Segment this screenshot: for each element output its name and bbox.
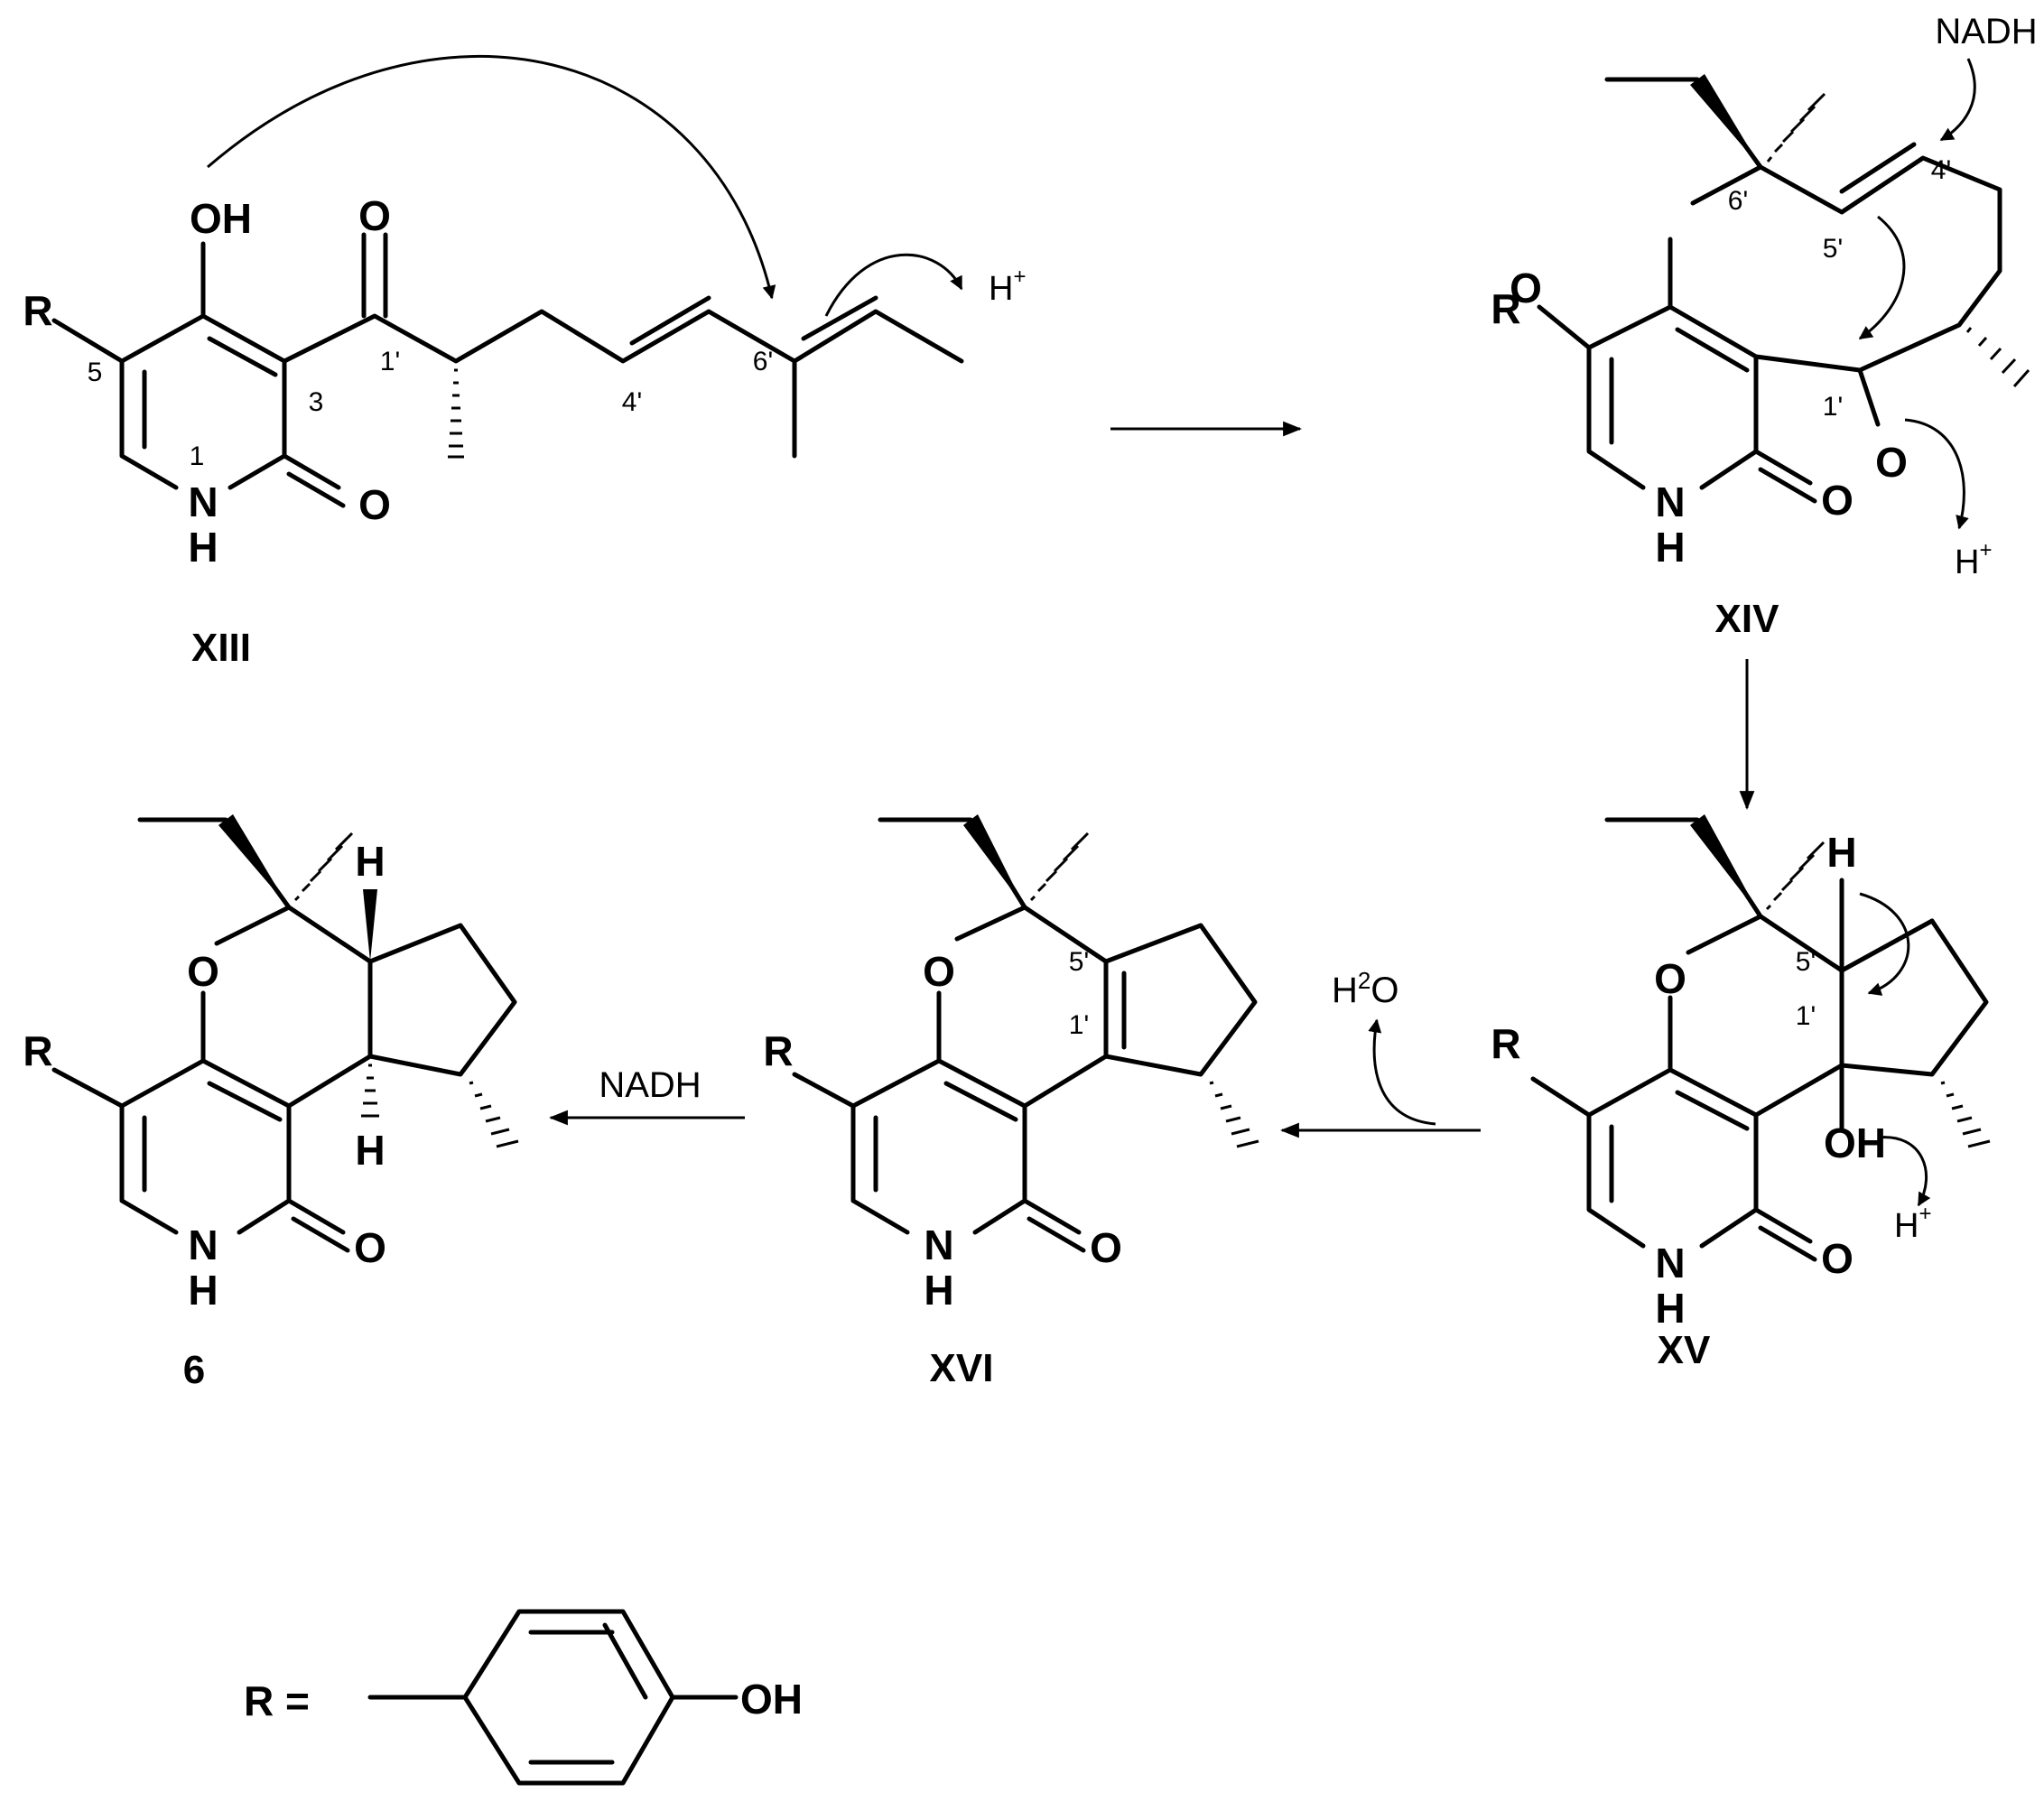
xv-locant-5-prime: 5' bbox=[1796, 947, 1816, 977]
xv-locant-1-prime: 1' bbox=[1796, 1001, 1816, 1031]
xv-proton-label: H+ bbox=[1894, 1202, 1931, 1245]
six-r-label: R bbox=[23, 1027, 52, 1074]
xiv-proton-label: H+ bbox=[1955, 538, 1992, 581]
xvi-nitrogen-hydrogen: H bbox=[924, 1267, 953, 1314]
xiv-nitrogen-hydrogen: H bbox=[1655, 524, 1685, 571]
xv-ring-oxygen: O bbox=[1654, 955, 1686, 1002]
curved-arrow-attack bbox=[207, 54, 776, 300]
xv-curved-arrow-hydride bbox=[1859, 892, 1910, 996]
compound-xiii: R OH O N H O 1 3 5 1' 4' 6' H+ XIII bbox=[23, 54, 1026, 670]
locant-1: 1 bbox=[190, 441, 205, 471]
xvi-lactam-oxygen: O bbox=[1090, 1224, 1122, 1271]
compound-label-6: 6 bbox=[183, 1348, 205, 1392]
compound-xiv: O R N H O O 6' 5' 4' 1' NADH H+ XIV bbox=[1491, 12, 2037, 641]
compound-xvi: O R N H O 5' 1' XVI bbox=[763, 814, 1259, 1390]
xiv-curved-arrow-proton bbox=[1904, 418, 1969, 530]
proton-label: H+ bbox=[989, 265, 1026, 308]
curved-arrow-proton bbox=[824, 253, 963, 317]
r-group-definition: R = OH bbox=[244, 1609, 803, 1786]
compound-xv: O R H OH N H O 5' 1' H+ XV bbox=[1491, 814, 1991, 1372]
nadh-label: NADH bbox=[599, 1065, 701, 1105]
compound-label-xvi: XVI bbox=[930, 1346, 994, 1390]
nitrogen-label: N bbox=[188, 478, 218, 525]
xvi-r-label: R bbox=[763, 1027, 793, 1074]
r-definition-label: R = bbox=[244, 1677, 310, 1724]
ketone-oxygen: O bbox=[358, 192, 391, 239]
xiv-curved-arrow-alkene bbox=[1858, 215, 1906, 340]
compound-label-xiii: XIII bbox=[191, 626, 251, 670]
six-ring-oxygen: O bbox=[187, 948, 219, 995]
compound-label-xv: XV bbox=[1658, 1328, 1711, 1372]
xiv-curved-arrow-hydride bbox=[1939, 58, 1976, 142]
xiv-ring-oxygen: O bbox=[1510, 265, 1542, 311]
compound-label-xiv: XIV bbox=[1715, 597, 1780, 641]
compound-6: O R H H N H O 6 bbox=[23, 814, 519, 1392]
xiv-locant-6-prime: 6' bbox=[1728, 186, 1748, 216]
locant-1-prime: 1' bbox=[380, 347, 400, 376]
locant-4-prime: 4' bbox=[622, 387, 642, 417]
xv-nitrogen-hydrogen: H bbox=[1655, 1285, 1685, 1332]
locant-6-prime: 6' bbox=[753, 347, 773, 376]
xvi-ring-oxygen: O bbox=[923, 948, 955, 995]
xv-nitrogen: N bbox=[1655, 1240, 1685, 1286]
xiv-ketone-oxygen: O bbox=[1875, 439, 1908, 486]
xiv-locant-1-prime: 1' bbox=[1823, 392, 1843, 422]
six-nitrogen: N bbox=[188, 1221, 218, 1268]
r-hydroxyl-label: OH bbox=[740, 1676, 803, 1723]
dehydration-step: H2O bbox=[1279, 967, 1481, 1138]
xvi-locant-5-prime: 5' bbox=[1069, 947, 1089, 977]
six-hydrogen-top: H bbox=[355, 838, 385, 885]
xiv-locant-5-prime: 5' bbox=[1823, 234, 1843, 264]
water-label: H2O bbox=[1332, 967, 1398, 1010]
six-nitrogen-hydrogen: H bbox=[188, 1267, 218, 1314]
nitrogen-hydrogen: H bbox=[188, 524, 218, 571]
hydroxyl-label: OH bbox=[190, 195, 252, 242]
six-hydrogen-bottom: H bbox=[355, 1127, 385, 1174]
xvi-locant-1-prime: 1' bbox=[1069, 1010, 1089, 1040]
xv-hydroxyl-label: OH bbox=[1824, 1119, 1886, 1166]
xiv-r-label: R bbox=[1491, 285, 1520, 332]
locant-5: 5 bbox=[88, 358, 103, 387]
water-curved-arrow bbox=[1368, 1018, 1436, 1126]
locant-3: 3 bbox=[309, 387, 324, 417]
xv-lactam-oxygen: O bbox=[1821, 1235, 1854, 1282]
xiv-lactam-oxygen: O bbox=[1821, 477, 1854, 524]
six-lactam-oxygen: O bbox=[354, 1224, 386, 1271]
xiv-nadh-label: NADH bbox=[1935, 12, 2037, 51]
xiv-locant-4-prime: 4' bbox=[1931, 155, 1951, 185]
xvi-nitrogen: N bbox=[924, 1221, 953, 1268]
reduction-step: NADH bbox=[548, 1065, 745, 1126]
xv-hydrogen-top: H bbox=[1826, 829, 1856, 876]
xv-curved-arrow-proton bbox=[1877, 1136, 1931, 1207]
xiv-nitrogen: N bbox=[1655, 478, 1685, 525]
r-label: R bbox=[23, 287, 52, 334]
xv-r-label: R bbox=[1491, 1020, 1520, 1067]
lactam-oxygen: O bbox=[358, 481, 391, 528]
